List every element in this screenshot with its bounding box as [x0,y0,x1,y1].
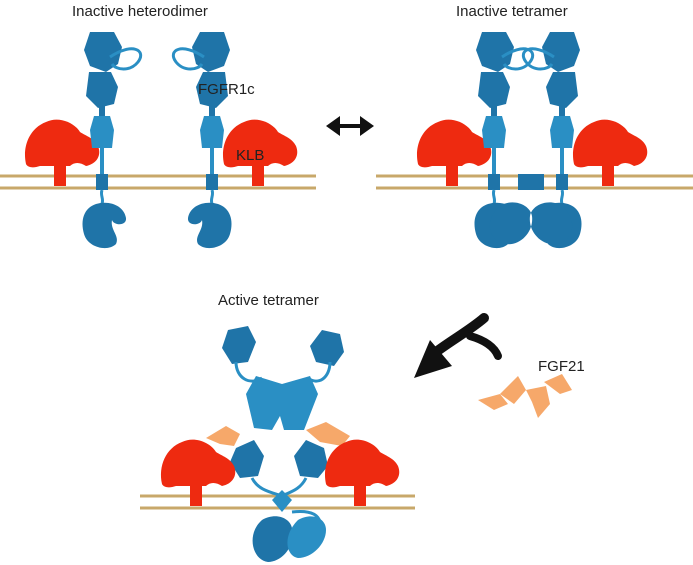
inactive-tetramer-panel: Inactive tetramer [376,3,693,250]
receptor-d3-right [294,440,328,478]
inactive-heterodimer-title: Inactive heterodimer [72,3,208,20]
inactive-tetramer-title: Inactive tetramer [456,3,568,20]
fgfr1c-receptor-right [171,30,233,250]
active-tetramer-panel: Active tetramer [140,292,415,562]
fgfr1c-label: FGFR1c [198,81,255,98]
curved-arrow-icon [414,313,502,378]
active-tetramer-title: Active tetramer [218,292,319,309]
fgf21-label: FGF21 [538,358,585,375]
bound-fgf21-left [206,426,240,446]
fgfr1c-receptor-left [81,30,143,250]
double-headed-arrow-icon [326,116,374,136]
kinase-dimer-right [287,516,326,558]
receptor-d1-left [222,326,256,364]
bound-fgf21-right [306,422,350,446]
receptor-d3-left [230,440,264,478]
tm-dimer [518,174,544,190]
inactive-heterodimer-panel: Inactive heterodimer FGFR1c KLB [0,3,316,250]
tm-dimer [272,490,292,512]
membrane [0,174,316,190]
kinase-dimer [489,202,573,245]
kinase-dimer [252,516,293,562]
klb-label: KLB [236,147,264,164]
receptor-d1-right [310,330,344,366]
receptor-d2-dimer [246,376,318,430]
free-fgf21-ligand [478,374,572,418]
